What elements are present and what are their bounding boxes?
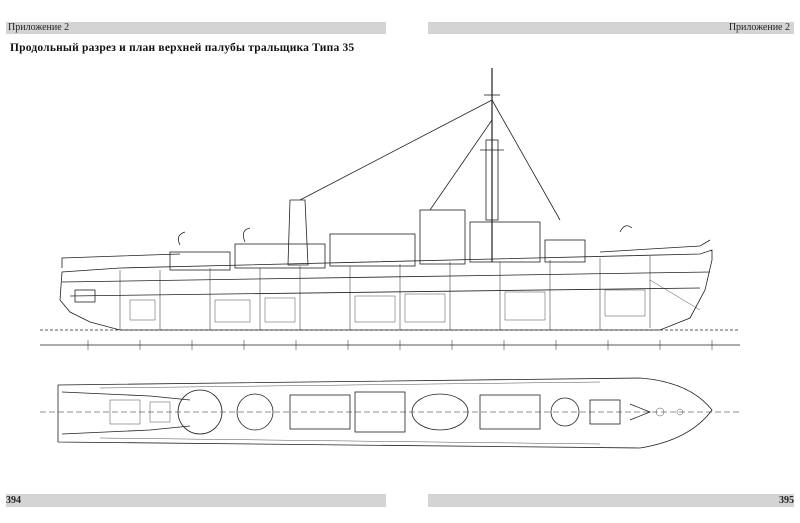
- lower-deck-line: [69, 287, 701, 297]
- forward-deckhouse: [469, 221, 541, 263]
- footer-bar-left: 394: [6, 494, 386, 507]
- sweep-gear-port: [61, 391, 191, 401]
- winch-drum-aft: [177, 389, 223, 435]
- bulkheads: [119, 256, 651, 330]
- header-bar-left: Приложение 2: [6, 22, 386, 34]
- windlass: [589, 399, 621, 425]
- deck-plan-outline: [57, 377, 713, 449]
- sweep-gear-starboard: [61, 425, 191, 435]
- bow-fitting: [629, 403, 652, 421]
- header-label-left: Приложение 2: [8, 22, 70, 33]
- funnel: [287, 199, 309, 266]
- header-label-right: Приложение 2: [728, 22, 790, 33]
- aft-davit: [177, 231, 186, 246]
- fore-stay: [491, 99, 561, 221]
- boat-stowage: [354, 391, 406, 433]
- header-bar-right: Приложение 2: [428, 22, 794, 34]
- davit-2: [242, 227, 251, 243]
- boat-deck: [329, 233, 416, 267]
- forward-house-plan: [479, 394, 541, 430]
- forward-house: [544, 239, 586, 263]
- mid-deckhouse: [234, 243, 326, 269]
- bow-davit: [619, 225, 633, 233]
- winch-drum-mid: [236, 393, 274, 431]
- bridge-plan: [411, 393, 469, 431]
- shroud: [429, 119, 493, 211]
- page-number-left: 394: [6, 495, 21, 506]
- page-number-right: 395: [779, 495, 794, 506]
- hull-profile: [59, 249, 713, 331]
- funnel-casing: [289, 394, 351, 430]
- drawing-caption: Продольный разрез и план верхней палубы …: [10, 42, 355, 54]
- deck-line: [61, 271, 711, 283]
- aft-deckhouse: [169, 251, 231, 271]
- bridge-structure: [419, 209, 466, 265]
- profile-view: [40, 68, 740, 350]
- aft-rail: [61, 253, 181, 268]
- footer-bar-right: 395: [428, 494, 794, 507]
- plan-view: [40, 377, 740, 449]
- mast-lattice: [485, 139, 499, 221]
- fore-rail: [599, 239, 711, 253]
- internal-detail: [129, 279, 701, 323]
- stern-equipment: [74, 289, 96, 303]
- aft-stay: [299, 99, 493, 201]
- frame-ticks: [87, 340, 713, 350]
- plan-detail: [99, 381, 684, 445]
- forward-gun-mount: [550, 397, 580, 427]
